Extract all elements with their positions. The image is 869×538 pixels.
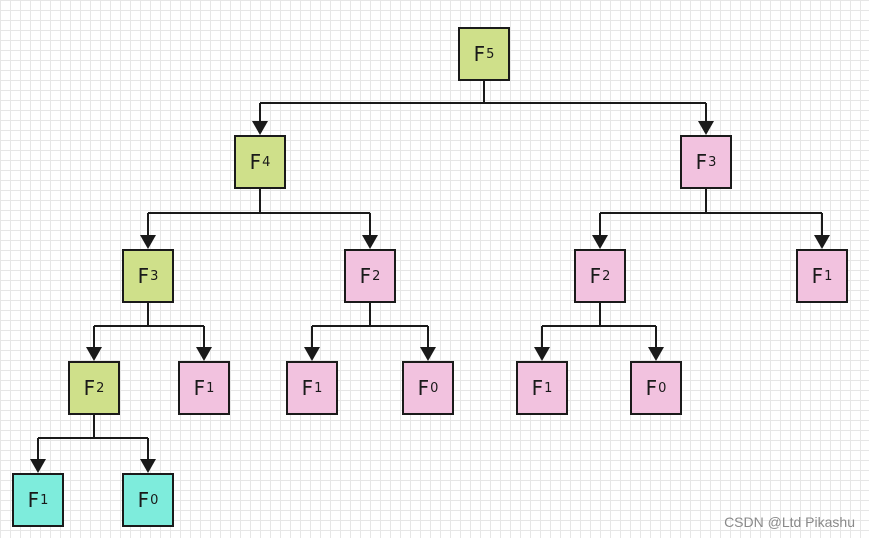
node-label-sub: 0 bbox=[150, 492, 159, 508]
node-label-sub: 3 bbox=[150, 268, 159, 284]
node-label-base: F bbox=[27, 488, 40, 512]
arrowhead bbox=[648, 347, 664, 361]
arrowhead bbox=[698, 121, 714, 135]
node-label-base: F bbox=[137, 264, 150, 288]
node-label-sub: 0 bbox=[658, 380, 667, 396]
node-label-base: F bbox=[137, 488, 150, 512]
node-label-base: F bbox=[359, 264, 372, 288]
node-label-base: F bbox=[645, 376, 658, 400]
node-label-sub: 0 bbox=[430, 380, 439, 396]
node-label-base: F bbox=[193, 376, 206, 400]
node-label-sub: 1 bbox=[206, 380, 215, 396]
arrowhead bbox=[140, 459, 156, 473]
node-label-base: F bbox=[473, 42, 486, 66]
node-label-base: F bbox=[83, 376, 96, 400]
node-label-base: F bbox=[417, 376, 430, 400]
arrowhead bbox=[86, 347, 102, 361]
arrowhead bbox=[304, 347, 320, 361]
node-label-base: F bbox=[249, 150, 262, 174]
watermark: CSDN @Ltd Pikashu bbox=[724, 514, 855, 530]
arrowhead bbox=[140, 235, 156, 249]
node-label-sub: 2 bbox=[96, 380, 105, 396]
arrowhead bbox=[592, 235, 608, 249]
node-label-sub: 2 bbox=[372, 268, 381, 284]
node-label-sub: 3 bbox=[708, 154, 717, 170]
node-label-sub: 5 bbox=[486, 46, 495, 62]
node-label-sub: 1 bbox=[40, 492, 49, 508]
arrowhead bbox=[420, 347, 436, 361]
arrowhead bbox=[30, 459, 46, 473]
node-label-sub: 1 bbox=[824, 268, 833, 284]
arrowhead bbox=[814, 235, 830, 249]
node-label-base: F bbox=[301, 376, 314, 400]
arrowhead bbox=[252, 121, 268, 135]
node-label-sub: 4 bbox=[262, 154, 271, 170]
node-label-sub: 1 bbox=[314, 380, 323, 396]
node-label-sub: 1 bbox=[544, 380, 553, 396]
node-label-base: F bbox=[811, 264, 824, 288]
node-label-base: F bbox=[531, 376, 544, 400]
arrowhead bbox=[534, 347, 550, 361]
node-label-base: F bbox=[589, 264, 602, 288]
node-label-base: F bbox=[695, 150, 708, 174]
arrowhead bbox=[196, 347, 212, 361]
node-label-sub: 2 bbox=[602, 268, 611, 284]
arrowhead bbox=[362, 235, 378, 249]
